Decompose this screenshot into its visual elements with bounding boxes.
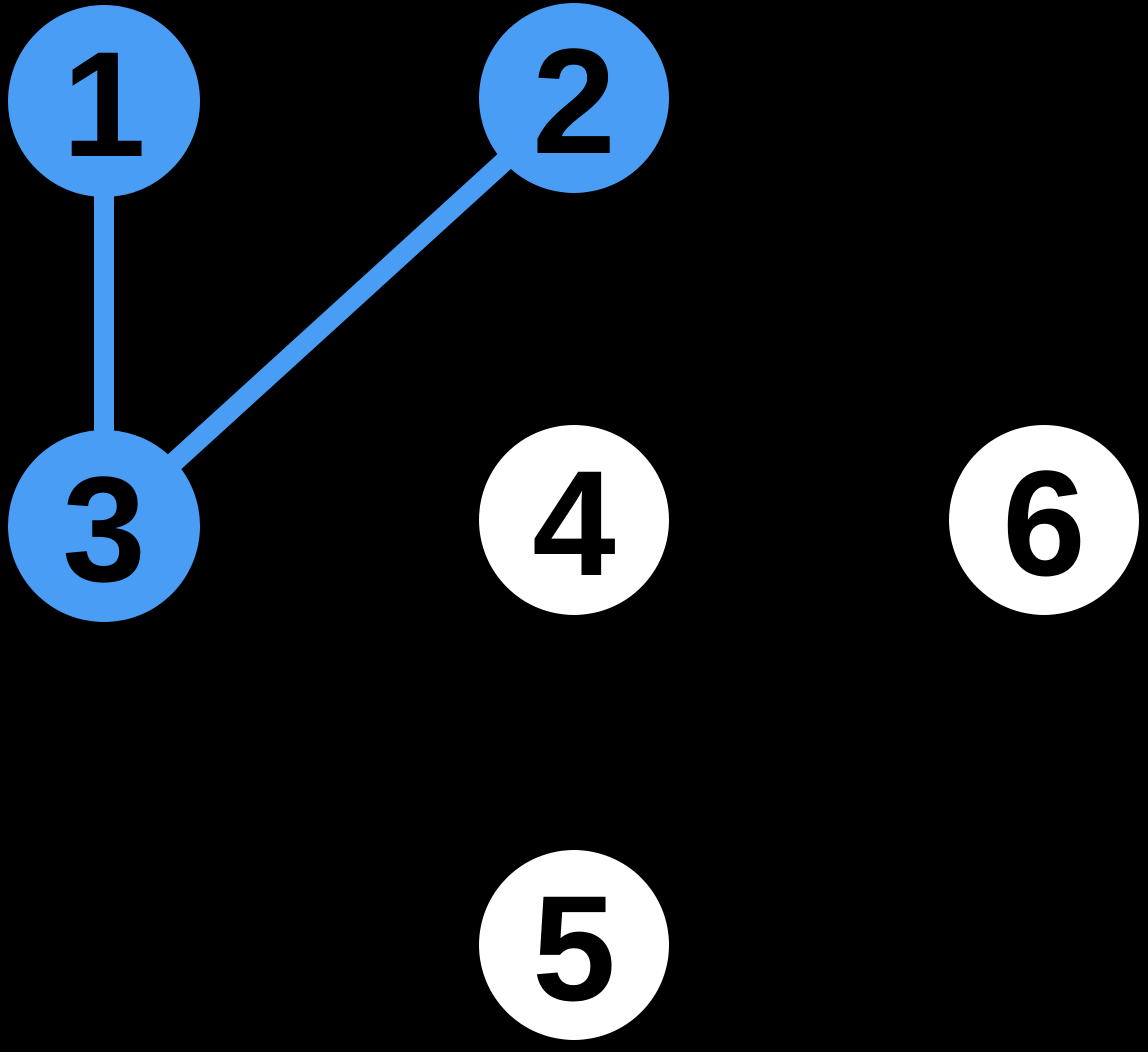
graph-node-1[interactable]: 1: [8, 5, 200, 197]
node-label-1: 1: [62, 20, 145, 188]
node-circle-5[interactable]: [479, 850, 669, 1040]
node-label-5: 5: [532, 864, 615, 1032]
graph-node-6[interactable]: 6: [949, 425, 1139, 615]
nodes-layer: 1 2 3 4 5 6: [8, 3, 1139, 1040]
node-label-3: 3: [62, 445, 145, 613]
node-label-6: 6: [1002, 439, 1085, 607]
graph-node-4[interactable]: 4: [479, 425, 669, 615]
node-circle-3[interactable]: [8, 430, 200, 622]
node-circle-2[interactable]: [479, 3, 669, 193]
node-label-2: 2: [532, 17, 615, 185]
graph-node-5[interactable]: 5: [479, 850, 669, 1040]
graph-node-3[interactable]: 3: [8, 430, 200, 622]
node-label-4: 4: [532, 439, 615, 607]
graph-node-2[interactable]: 2: [479, 3, 669, 193]
graph-edge-2-3[interactable]: [97, 90, 581, 534]
node-circle-4[interactable]: [479, 425, 669, 615]
node-circle-6[interactable]: [949, 425, 1139, 615]
node-circle-1[interactable]: [8, 5, 200, 197]
